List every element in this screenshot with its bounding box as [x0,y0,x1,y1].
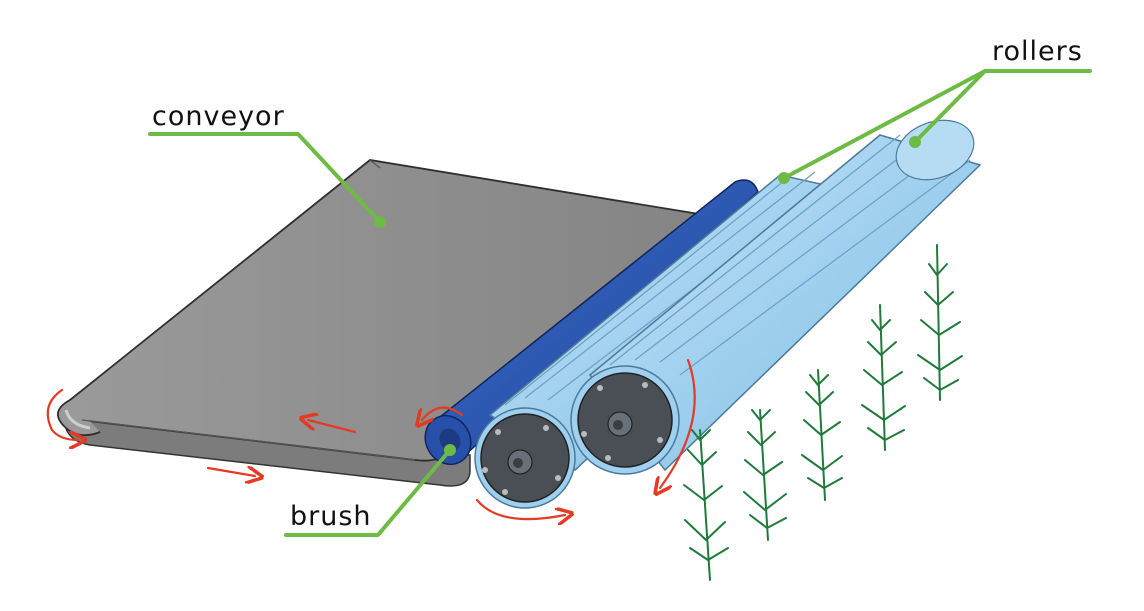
leader-brush [284,448,452,537]
label-brush: brush [290,501,372,532]
arrow-belt-end-rotation [46,388,78,440]
roller-back [570,119,982,475]
leader-lines [148,69,1092,537]
brush-cylinder [424,179,759,466]
plant-3 [801,369,843,501]
motion-arrows [46,358,696,519]
plants [683,244,963,581]
leader-rollers-2 [913,69,987,144]
label-rollers: rollers [992,36,1083,67]
plant-4 [861,304,906,451]
arrow-brush-rotation [422,406,464,420]
arrow-belt-top [308,420,357,434]
plant-5 [917,244,963,401]
plant-2 [743,409,787,541]
arrow-roller-front-rotation [475,498,565,519]
label-conveyor: conveyor [152,101,285,132]
arrow-belt-bottom [206,468,255,476]
leader-dots [374,136,921,456]
leader-conveyor [148,132,382,224]
plant-1 [683,429,729,581]
arrow-roller-back-rotation [660,358,696,488]
